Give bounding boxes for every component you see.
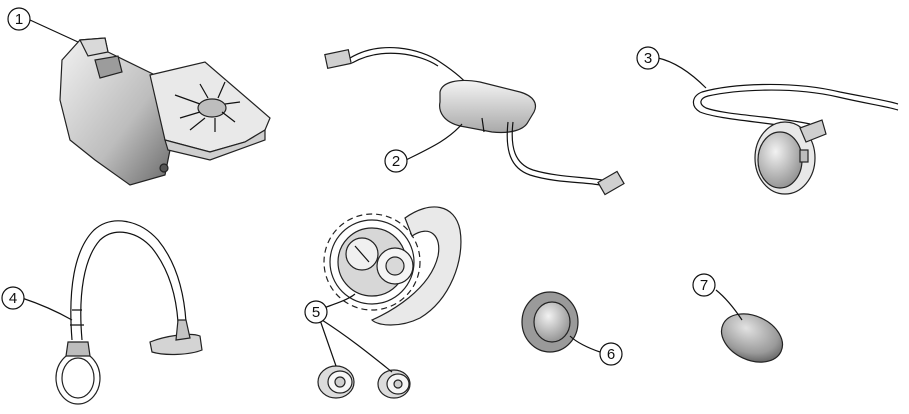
callout-2: 2	[384, 149, 408, 173]
callout-4: 4	[1, 286, 25, 310]
part-5-earhook-assembly	[317, 206, 462, 399]
callout-3-label: 3	[644, 50, 652, 67]
callout-7: 7	[692, 273, 716, 297]
leader-4	[21, 297, 73, 321]
leader-2	[405, 123, 463, 161]
part-4-headband	[55, 220, 203, 405]
part-3-neckband	[692, 83, 899, 195]
part-2-cable-interface	[324, 47, 625, 196]
leader-6	[569, 335, 601, 353]
part-1-charging-base	[59, 37, 271, 186]
callout-2-label: 2	[392, 153, 400, 170]
callout-4-label: 4	[9, 290, 17, 307]
callout-leader-lines	[21, 19, 743, 373]
callout-6-label: 6	[607, 346, 615, 363]
callout-1-label: 1	[15, 11, 23, 28]
callout-5: 5	[304, 300, 328, 324]
callout-6: 6	[599, 342, 623, 366]
callout-3: 3	[636, 46, 660, 70]
leader-3	[657, 57, 707, 89]
callout-7-label: 7	[700, 277, 708, 294]
leader-5c	[321, 319, 393, 373]
callout-5-label: 5	[312, 304, 320, 321]
leader-7	[715, 289, 743, 321]
part-7-cover	[720, 313, 784, 363]
callout-1: 1	[7, 7, 31, 31]
part-6-ear-cushion	[521, 291, 579, 353]
leader-5b	[319, 319, 337, 367]
leader-1	[29, 19, 79, 43]
